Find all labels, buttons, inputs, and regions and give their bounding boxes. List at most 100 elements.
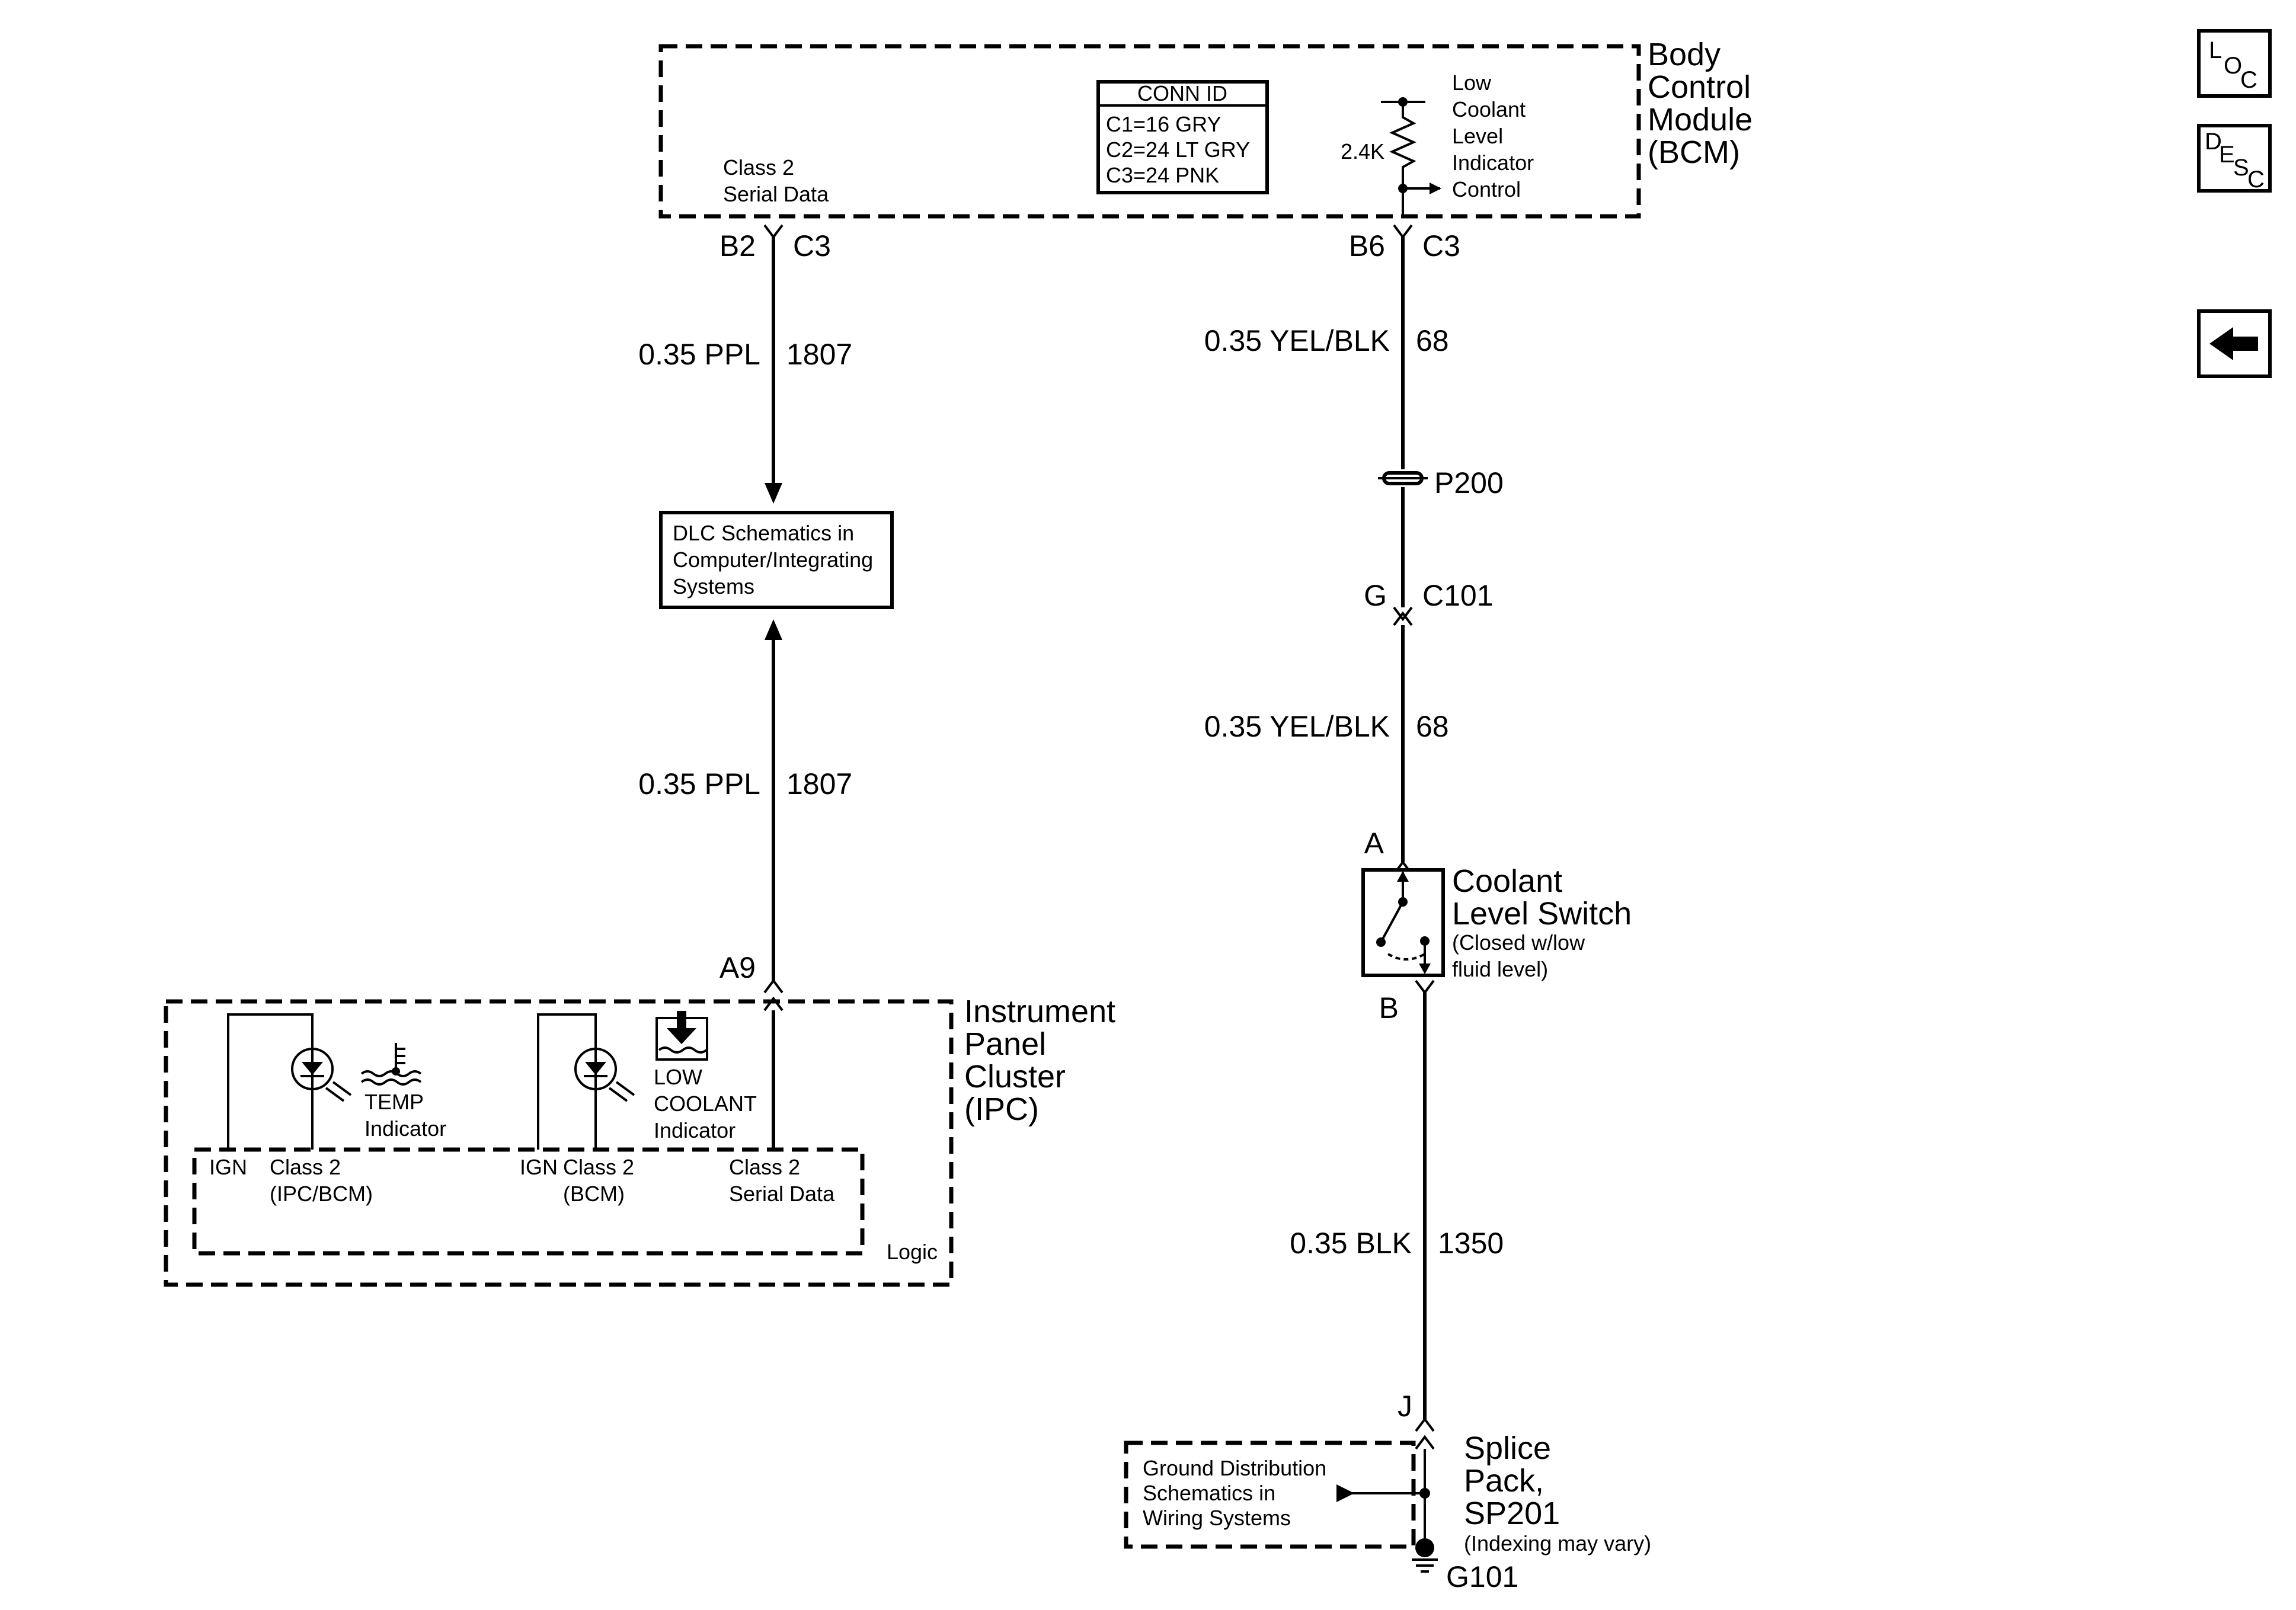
c101-connector: G C101 (1364, 579, 1494, 626)
dlc-box: DLC Schematics in Computer/Integrating S… (659, 511, 894, 609)
bcm-low-coolant-label-5: Control (1452, 177, 1521, 201)
bcm-pin-b2: B2 (720, 229, 756, 263)
ground-ref-3: Wiring Systems (1143, 1506, 1291, 1530)
switch-pin-a: A (1364, 827, 1384, 860)
wire-1350-circuit: 1350 (1438, 1227, 1504, 1260)
loc-letter-l: L (2209, 37, 2222, 63)
dlc-line-1: DLC Schematics in (673, 521, 854, 545)
switch-pin-b: B (1379, 991, 1399, 1025)
switch-note-2: fluid level) (1452, 957, 1548, 981)
desc-button[interactable]: D E S C (2197, 124, 2272, 193)
class2-serial-label-1: Class 2 (729, 1155, 800, 1179)
splice-boundary (1124, 1441, 1416, 1549)
ipc-title-1: Instrument (964, 994, 1115, 1029)
ipc-boundary (164, 999, 954, 1287)
class2-ipcbcm-label-1: Class 2 (270, 1155, 341, 1179)
conn-id-row-1: C1=16 GRY (1106, 112, 1221, 136)
loc-letter-c: C (2240, 67, 2257, 93)
wire-68-top-circuit: 68 (1416, 324, 1449, 357)
switch-note-1: (Closed w/low (1452, 930, 1585, 955)
coolant-level-switch: A B Coolant Level Switch (Closed w/low f… (1361, 827, 1632, 1025)
splice-title-3: SP201 (1464, 1496, 1560, 1531)
switch-title-1: Coolant (1452, 863, 1562, 899)
wire-68-mid-circuit: 68 (1416, 710, 1449, 743)
wire-1350-gauge: 0.35 BLK (1290, 1227, 1412, 1260)
temp-label-2: Indicator (364, 1116, 446, 1141)
temp-thermometer-icon (360, 1043, 422, 1086)
splice-title-2: Pack, (1464, 1463, 1544, 1499)
logic-label: Logic (887, 1240, 938, 1264)
bcm-low-coolant-label-2: Coolant (1452, 97, 1526, 121)
low-coolant-indicator-circuit: LOW COOLANT Indicator (537, 1011, 757, 1150)
bcm-low-coolant-label-4: Indicator (1452, 151, 1534, 175)
low-coolant-label-1: LOW (654, 1065, 702, 1089)
pullup-resistor: 2.4K (1341, 97, 1441, 216)
bcm-conn-left: C3 (793, 229, 831, 263)
wire-68-mid-gauge: 0.35 YEL/BLK (1204, 710, 1390, 743)
ipc-title-3: Cluster (964, 1059, 1066, 1094)
bcm-title-3: Module (1648, 102, 1753, 137)
p200-inline-connector: P200 (1378, 466, 1504, 500)
ipc-pin-a9: A9 (720, 951, 756, 984)
ground-ref-1: Ground Distribution (1143, 1456, 1326, 1480)
desc-letter-d: D (2205, 129, 2222, 155)
ign-label-2: IGN (520, 1155, 558, 1179)
back-arrow-icon (2209, 327, 2258, 360)
ign-label-1: IGN (209, 1155, 247, 1179)
wire-1807-top-gauge: 0.35 PPL (638, 338, 760, 371)
desc-letter-e: E (2219, 142, 2235, 168)
low-coolant-label-3: Indicator (654, 1118, 736, 1142)
bcm-module: Body Control Module (BCM) Class 2 Serial… (658, 37, 1753, 219)
bcm-conn-right: C3 (1422, 229, 1460, 263)
conn-id-row-3: C3=24 PNK (1106, 163, 1219, 187)
splice-note: (Indexing may vary) (1464, 1531, 1651, 1555)
back-button[interactable] (2197, 309, 2272, 378)
switch-title-2: Level Switch (1452, 896, 1632, 932)
c101-pin: G (1364, 579, 1387, 612)
bcm-low-coolant-label-1: Low (1452, 71, 1492, 95)
bcm-class2-label-1: Class 2 (723, 155, 794, 180)
class2-serial-label-2: Serial Data (729, 1182, 835, 1206)
wire-68-top-gauge: 0.35 YEL/BLK (1204, 324, 1390, 357)
wire-1807-bottom-gauge: 0.35 PPL (638, 767, 760, 801)
temp-indicator-circuit: TEMP Indicator (227, 1013, 446, 1150)
logic-boundary (192, 1147, 865, 1256)
loc-letter-o: O (2224, 53, 2242, 79)
dlc-line-3: Systems (673, 574, 754, 598)
desc-letter-s: S (2233, 155, 2249, 181)
bcm-class2-label-2: Serial Data (723, 182, 829, 206)
bcm-title-1: Body (1648, 37, 1721, 72)
desc-letter-c: C (2247, 167, 2265, 193)
conn-id-row-2: C2=24 LT GRY (1106, 137, 1250, 162)
bcm-title-2: Control (1648, 69, 1751, 105)
bcm-terminal-b6: B6 C3 (1349, 224, 1460, 263)
splice-pack-sp201: J Ground Distribution Schematics in Wiri… (1124, 1390, 1651, 1555)
low-coolant-label-2: COOLANT (654, 1092, 757, 1116)
arrow-from-ipc (765, 619, 782, 640)
p200-label: P200 (1434, 466, 1504, 500)
ground-ref-2: Schematics in (1143, 1481, 1275, 1505)
ipc-title-2: Panel (964, 1026, 1046, 1062)
bcm-low-coolant-label-3: Level (1452, 124, 1503, 148)
bcm-pin-b6: B6 (1349, 229, 1385, 263)
temp-label-1: TEMP (364, 1090, 424, 1114)
ground-g101: G101 (1412, 1538, 1518, 1593)
bcm-title-4: (BCM) (1648, 135, 1740, 170)
class2-bcm-label-1: Class 2 (563, 1155, 634, 1179)
loc-button[interactable]: L O C (2197, 29, 2272, 98)
ipc-terminal-a9: A9 (720, 951, 784, 1012)
c101-conn: C101 (1422, 579, 1494, 612)
splice-title-1: Splice (1464, 1430, 1551, 1466)
arrow-to-dlc (765, 483, 782, 504)
ipc-title-4: (IPC) (964, 1092, 1039, 1127)
class2-bcm-label-2: (BCM) (563, 1182, 625, 1206)
coolant-level-icon (655, 1011, 708, 1061)
resistor-value: 2.4K (1341, 139, 1384, 164)
wire-1807-bottom-circuit: 1807 (786, 767, 852, 801)
wire-1807-top-circuit: 1807 (786, 338, 852, 371)
bcm-boundary (658, 44, 1641, 219)
ground-label: G101 (1446, 1560, 1518, 1593)
class2-ipcbcm-label-2: (IPC/BCM) (270, 1182, 373, 1206)
ipc-module: Instrument Panel Cluster (IPC) Logic (164, 994, 1115, 1287)
